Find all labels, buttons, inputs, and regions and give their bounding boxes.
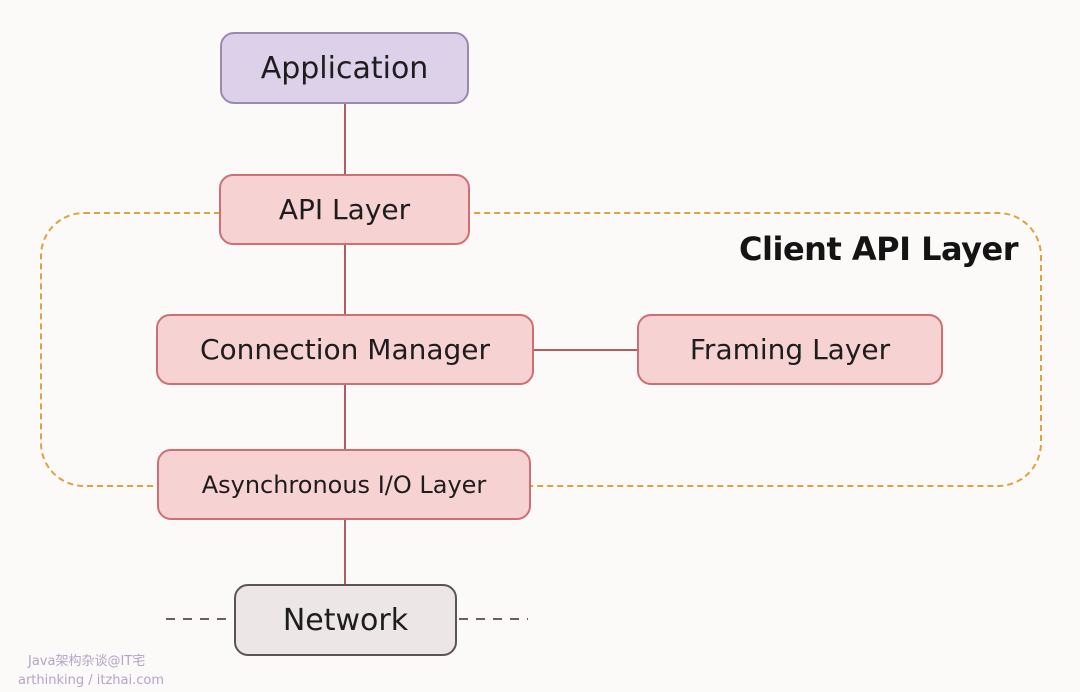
watermark-line-2: arthinking / itzhai.com — [18, 673, 165, 688]
application-node: Application — [220, 32, 469, 104]
framing-layer-node: Framing Layer — [637, 314, 943, 385]
api-layer-node: API Layer — [219, 174, 470, 245]
network-node: Network — [234, 584, 457, 656]
api-layer-label: API Layer — [278, 193, 411, 226]
watermark-line-1: Java架构杂谈@IT宅 — [28, 654, 146, 669]
connection-manager-label: Connection Manager — [199, 333, 491, 366]
network-label: Network — [282, 602, 409, 638]
async-io-layer-node: Asynchronous I/O Layer — [157, 449, 531, 520]
client-api-layer-group — [40, 212, 1042, 487]
client-api-layer-label: Client API Layer — [739, 230, 1018, 268]
async-io-layer-label: Asynchronous I/O Layer — [201, 470, 487, 499]
application-label: Application — [260, 50, 429, 86]
framing-layer-label: Framing Layer — [689, 333, 891, 366]
connection-manager-node: Connection Manager — [156, 314, 534, 385]
